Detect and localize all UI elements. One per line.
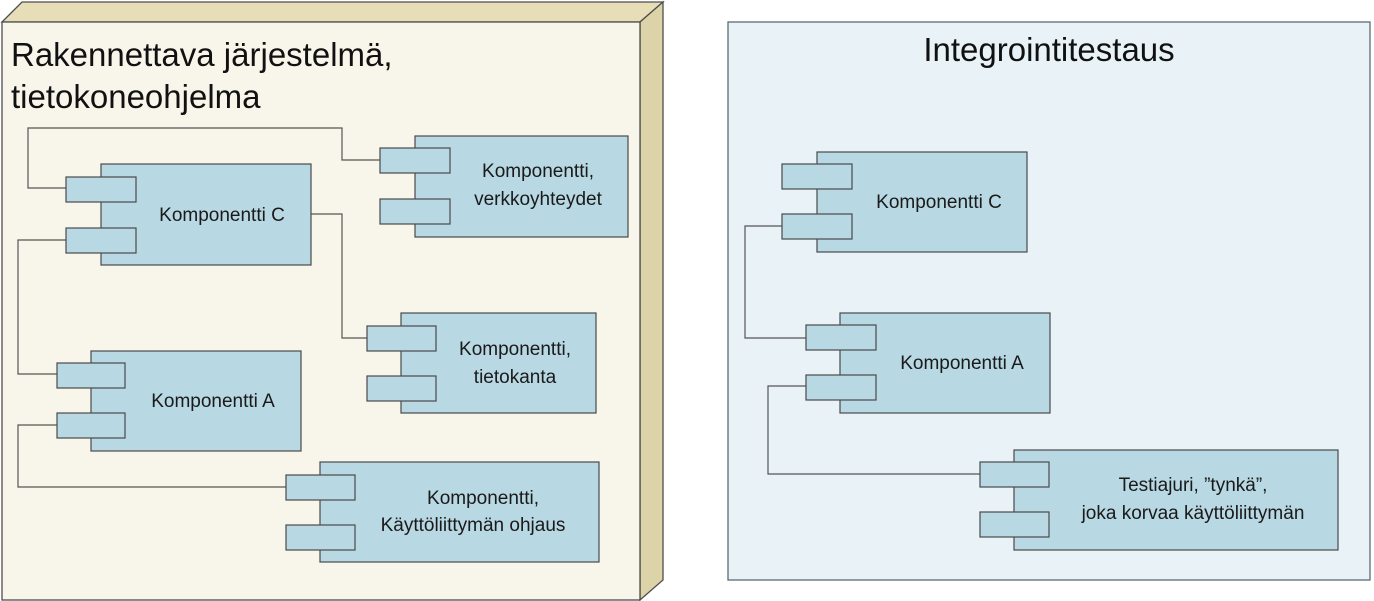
connector-c-to-a [17, 239, 66, 375]
component-port-icon [285, 474, 356, 501]
node-top-face [0, 1, 665, 23]
component-body [319, 461, 600, 563]
component-label: Komponentti C [876, 192, 1002, 213]
component-c-right: Komponentti C [781, 151, 1028, 253]
component-label: Komponentti A [151, 391, 275, 412]
component-label-line1: Testiajuri, ”tynkä”, [1119, 475, 1268, 496]
component-label-line2: verkkoyhteydet [474, 189, 603, 210]
component-label-line2: tietokanta [474, 367, 557, 388]
component-network: Komponentti, verkkoyhteydet [379, 135, 629, 238]
component-ui-control: Komponentti, Käyttöliittymän ohjaus [285, 461, 600, 563]
component-port-icon [56, 412, 126, 439]
component-label-line2: joka korvaa käyttöliittymän [1081, 503, 1305, 524]
component-port-icon [56, 362, 126, 389]
connector-c-to-network [27, 127, 380, 189]
component-port-icon [979, 511, 1050, 538]
component-port-icon [366, 325, 437, 352]
component-label-line2: Käyttöliittymän ohjaus [381, 515, 566, 536]
node-side-face [639, 0, 664, 601]
panel-title: Integrointitestaus [923, 31, 1174, 68]
component-port-icon [781, 213, 853, 240]
component-port-icon [805, 374, 877, 401]
component-label: Komponentti C [159, 205, 285, 226]
component-port-icon [781, 163, 853, 190]
component-port-icon [379, 147, 451, 174]
component-port-icon [379, 198, 451, 225]
component-port-icon [805, 324, 877, 351]
connector-c-to-a [744, 225, 806, 339]
connector-a-to-ui [17, 424, 286, 488]
component-label: Komponentti A [900, 353, 1024, 374]
system-node: Rakennettava järjestelmä, tietokoneohjel… [0, 0, 665, 601]
node-title-line2: tietokoneohjelma [11, 78, 261, 115]
component-a-left: Komponentti A [56, 350, 302, 452]
connector-a-to-stub [767, 385, 980, 475]
component-a-right: Komponentti A [805, 312, 1051, 414]
component-body [1013, 449, 1339, 551]
component-port-icon [979, 461, 1050, 488]
component-port-icon [65, 227, 137, 254]
component-c-left: Komponentti C [65, 163, 312, 266]
component-database: Komponentti, tietokanta [366, 312, 597, 414]
component-label-line1: Komponentti, [459, 339, 571, 360]
right-connectors [744, 225, 980, 475]
component-body [90, 350, 302, 452]
component-port-icon [285, 524, 356, 551]
component-port-icon [65, 176, 137, 203]
component-port-icon [366, 375, 437, 402]
connector-c-to-database [311, 213, 367, 339]
component-test-stub: Testiajuri, ”tynkä”, joka korvaa käyttöl… [979, 449, 1339, 551]
node-title-line1: Rakennettava järjestelmä, [11, 36, 393, 73]
left-connectors [17, 127, 380, 488]
component-label-line1: Komponentti, [427, 488, 539, 509]
component-label-line1: Komponentti, [482, 161, 594, 182]
